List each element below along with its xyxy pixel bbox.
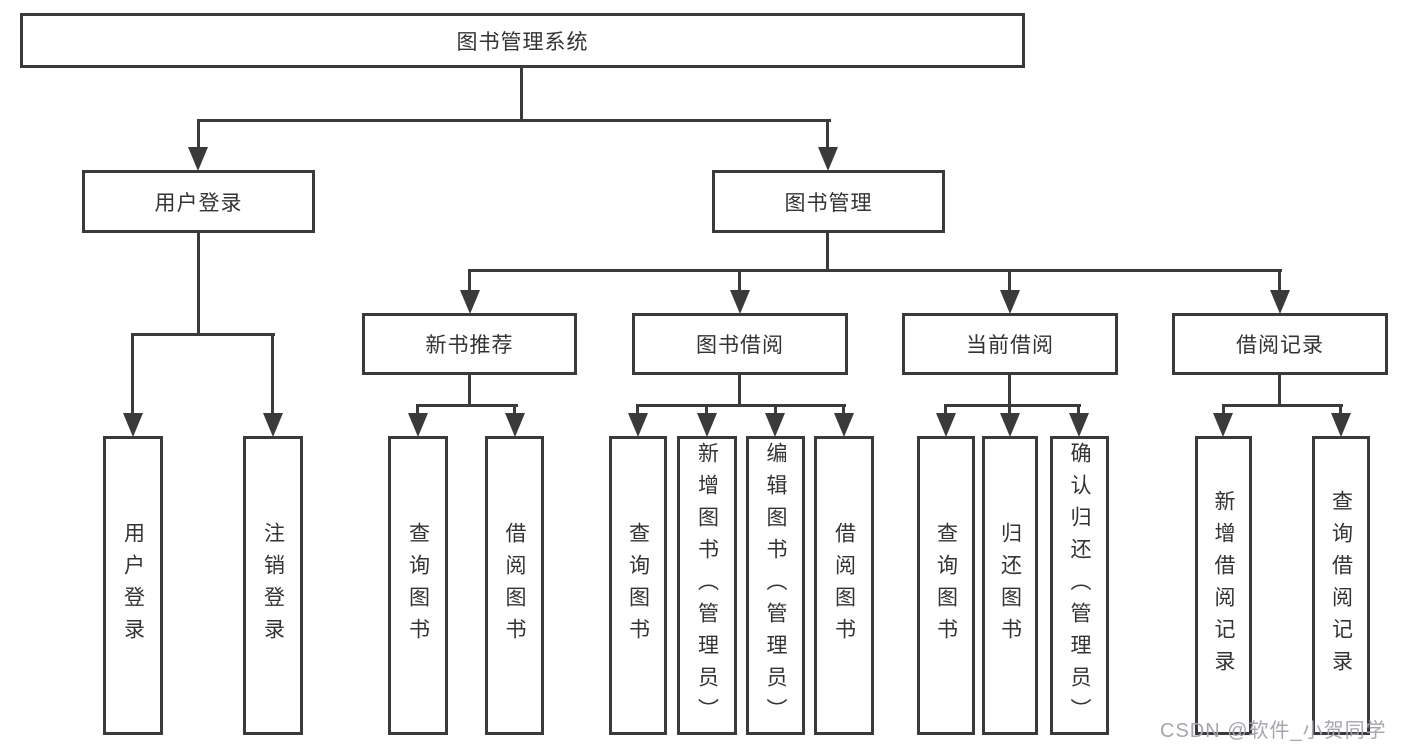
connector-vertical-line xyxy=(1278,271,1281,291)
node-user-login: 用户登录 xyxy=(82,170,315,233)
node-label-leaf-bor-edit: 编辑图书（管理员） xyxy=(764,441,787,730)
arrowhead-down-icon xyxy=(188,147,208,171)
node-label-borrow-record: 借阅记录 xyxy=(1236,334,1324,357)
node-leaf-record-add: 新增借阅记录 xyxy=(1195,436,1252,735)
connector-vertical-line xyxy=(705,406,708,415)
connector-vertical-line xyxy=(1222,406,1225,415)
arrowhead-down-icon xyxy=(123,413,143,437)
node-leaf-bor-edit: 编辑图书（管理员） xyxy=(746,436,805,735)
node-leaf-login: 用户登录 xyxy=(103,436,163,735)
arrowhead-down-icon xyxy=(505,413,525,437)
connector-vertical-line xyxy=(738,271,741,291)
node-label-user-login: 用户登录 xyxy=(154,191,243,215)
connector-vertical-line xyxy=(842,406,845,415)
arrowhead-down-icon xyxy=(730,290,750,314)
arrowhead-down-icon xyxy=(628,413,648,437)
connector-vertical-line xyxy=(1278,374,1281,406)
connector-horizontal-line xyxy=(197,119,831,122)
node-label-leaf-bor-query: 查询图书 xyxy=(626,521,650,650)
arrowhead-down-icon xyxy=(460,290,480,314)
node-label-book-borrow: 图书借阅 xyxy=(696,334,784,357)
node-new-book-rec: 新书推荐 xyxy=(362,313,577,375)
node-leaf-logout: 注销登录 xyxy=(243,436,303,735)
connector-horizontal-line xyxy=(468,269,1282,272)
connector-horizontal-line xyxy=(636,404,846,407)
arrowhead-down-icon xyxy=(1331,413,1351,437)
connector-vertical-line xyxy=(197,121,200,149)
connector-horizontal-line xyxy=(131,333,275,336)
connector-vertical-line xyxy=(826,121,829,149)
node-label-book-mgmt: 图书管理 xyxy=(784,191,873,215)
connector-horizontal-line xyxy=(1222,404,1343,407)
connector-vertical-line xyxy=(468,271,471,291)
connector-vertical-line xyxy=(197,233,200,334)
node-label-leaf-rec-borrow: 借阅图书 xyxy=(503,521,526,650)
connector-vertical-line xyxy=(1008,374,1011,406)
node-label-root: 图书管理系统 xyxy=(456,30,589,54)
arrowhead-down-icon xyxy=(818,147,838,171)
node-label-leaf-cur-confirm: 确认归还（管理员） xyxy=(1068,441,1091,730)
node-leaf-cur-return: 归还图书 xyxy=(982,436,1038,735)
node-leaf-cur-confirm: 确认归还（管理员） xyxy=(1050,436,1109,735)
arrowhead-down-icon xyxy=(1270,290,1290,314)
connector-vertical-line xyxy=(774,406,777,415)
node-leaf-cur-query: 查询图书 xyxy=(917,436,975,735)
arrowhead-down-icon xyxy=(1000,290,1020,314)
connector-vertical-line xyxy=(416,406,419,415)
arrowhead-down-icon xyxy=(936,413,956,437)
connector-vertical-line xyxy=(738,374,741,406)
connector-horizontal-line xyxy=(416,404,518,407)
node-label-leaf-cur-query: 查询图书 xyxy=(934,521,958,650)
arrowhead-down-icon xyxy=(1069,413,1089,437)
node-label-leaf-record-query: 查询借阅记录 xyxy=(1329,489,1353,682)
node-leaf-rec-query: 查询图书 xyxy=(388,436,448,735)
connector-horizontal-line xyxy=(944,404,1081,407)
node-label-leaf-login: 用户登录 xyxy=(121,521,145,650)
connector-vertical-line xyxy=(520,68,523,121)
node-current-borrow: 当前借阅 xyxy=(902,313,1118,375)
node-label-current-borrow: 当前借阅 xyxy=(966,334,1054,357)
node-leaf-bor-query: 查询图书 xyxy=(609,436,667,735)
connector-vertical-line xyxy=(468,374,471,406)
node-label-leaf-rec-query: 查询图书 xyxy=(406,521,430,650)
connector-vertical-line xyxy=(513,406,516,415)
connector-vertical-line xyxy=(1008,271,1011,291)
node-leaf-bor-add: 新增图书（管理员） xyxy=(677,436,737,735)
connector-vertical-line xyxy=(944,406,947,415)
arrowhead-down-icon xyxy=(834,413,854,437)
node-borrow-record: 借阅记录 xyxy=(1172,313,1388,375)
arrowhead-down-icon xyxy=(765,413,785,437)
node-label-leaf-logout: 注销登录 xyxy=(261,521,285,650)
connector-vertical-line xyxy=(1008,406,1011,415)
node-leaf-record-query: 查询借阅记录 xyxy=(1312,436,1370,735)
node-root: 图书管理系统 xyxy=(20,13,1025,68)
connector-vertical-line xyxy=(131,335,134,413)
arrowhead-down-icon xyxy=(408,413,428,437)
watermark: CSDN @软件_小贺同学 xyxy=(1160,720,1387,742)
arrowhead-down-icon xyxy=(697,413,717,437)
node-leaf-bor-borrow: 借阅图书 xyxy=(814,436,874,735)
node-label-leaf-bor-add: 新增图书（管理员） xyxy=(695,441,719,730)
node-leaf-rec-borrow: 借阅图书 xyxy=(485,436,544,735)
node-label-leaf-record-add: 新增借阅记录 xyxy=(1212,489,1235,682)
connector-vertical-line xyxy=(271,335,274,413)
node-label-leaf-bor-borrow: 借阅图书 xyxy=(832,521,856,650)
connector-vertical-line xyxy=(636,406,639,415)
node-label-new-book-rec: 新书推荐 xyxy=(425,334,514,357)
arrowhead-down-icon xyxy=(1000,413,1020,437)
connector-vertical-line xyxy=(1077,406,1080,415)
connector-vertical-line xyxy=(826,233,829,271)
node-label-leaf-cur-return: 归还图书 xyxy=(998,521,1022,650)
connector-vertical-line xyxy=(1339,406,1342,415)
arrowhead-down-icon xyxy=(263,413,283,437)
node-book-borrow: 图书借阅 xyxy=(632,313,848,375)
arrowhead-down-icon xyxy=(1213,413,1233,437)
node-book-mgmt: 图书管理 xyxy=(712,170,945,233)
